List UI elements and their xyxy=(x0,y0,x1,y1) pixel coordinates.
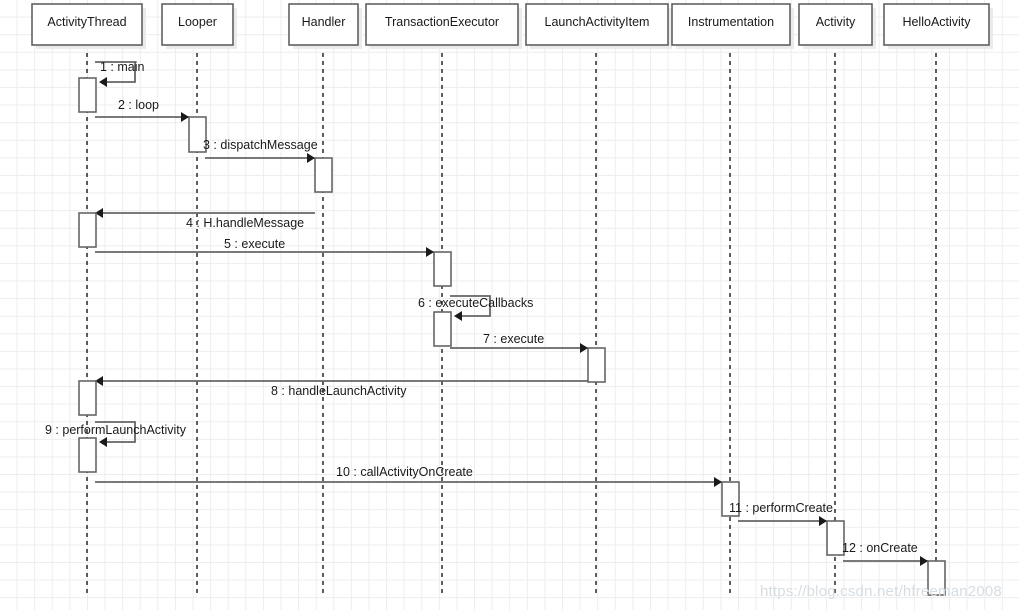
message-label-12-onCreate: 12 : onCreate xyxy=(842,541,918,555)
message-label-4-H.handleMessage: 4 : H.handleMessage xyxy=(186,216,304,230)
participant-box-handler[interactable] xyxy=(288,3,359,46)
participant-label-handler: Handler xyxy=(302,15,346,29)
message-12-onCreate-arrowhead xyxy=(920,556,928,566)
activation-bar-helloactivity-11 xyxy=(927,560,946,596)
message-label-9-performLaunchActivity: 9 : performLaunchActivity xyxy=(45,423,187,437)
activation-bar-launchactivityitem-6 xyxy=(587,347,606,383)
participant-box-transactionexecutor[interactable] xyxy=(365,3,519,46)
message-label-1-main: 1 : main xyxy=(100,60,145,74)
message-3-dispatchMessage-arrowhead xyxy=(307,153,315,163)
activation-bar-transactionexecutor-4 xyxy=(433,251,452,287)
participant-label-transactionexecutor: TransactionExecutor xyxy=(385,15,499,29)
message-4-H.handleMessage-arrowhead xyxy=(95,208,103,218)
participant-label-activitythread: ActivityThread xyxy=(47,15,126,29)
message-label-7-execute: 7 : execute xyxy=(483,332,544,346)
message-2-loop-arrowhead xyxy=(181,112,189,122)
activation-bar-activitythread-8 xyxy=(78,437,97,473)
message-label-6-executeCallbacks: 6 : executeCallbacks xyxy=(418,296,533,310)
participant-box-activity[interactable] xyxy=(798,3,873,46)
participant-label-activity: Activity xyxy=(816,15,856,29)
participant-label-looper: Looper xyxy=(178,15,217,29)
activation-bar-activitythread-0 xyxy=(78,77,97,113)
messages-layer xyxy=(95,61,928,566)
activation-bar-activitythread-3 xyxy=(78,212,97,248)
message-6-executeCallbacks-line xyxy=(450,295,491,317)
participant-boxes-layer: ActivityThread Looper Handler TransactionEx… xyxy=(31,3,993,49)
participant-box-instrumentation[interactable] xyxy=(671,3,791,46)
participant-box-activitythread[interactable] xyxy=(31,3,143,46)
message-10-callActivityOnCreate-arrowhead xyxy=(714,477,722,487)
message-5-execute-arrowhead xyxy=(426,247,434,257)
message-1-main-arrowhead xyxy=(99,77,107,87)
message-label-10-callActivityOnCreate: 10 : callActivityOnCreate xyxy=(336,465,473,479)
activations-layer xyxy=(78,77,946,596)
participant-label-instrumentation: Instrumentation xyxy=(688,15,774,29)
participant-label-launchactivityitem: LaunchActivityItem xyxy=(545,15,650,29)
activation-bar-activity-10 xyxy=(826,520,845,556)
message-label-2-loop: 2 : loop xyxy=(118,98,159,112)
activation-bar-instrumentation-9 xyxy=(721,481,740,517)
message-9-performLaunchActivity-line xyxy=(95,421,136,443)
activation-bar-activitythread-7 xyxy=(78,380,97,416)
participant-label-helloactivity: HelloActivity xyxy=(902,15,971,29)
message-6-executeCallbacks-arrowhead xyxy=(454,311,462,321)
participant-box-looper[interactable] xyxy=(161,3,234,46)
activation-bar-handler-2 xyxy=(314,157,333,193)
watermark: https://blog.csdn.net/hfreeman2008 xyxy=(760,583,1002,600)
watermark-layer: https://blog.csdn.net/hfreeman2008 xyxy=(760,583,1002,600)
message-9-performLaunchActivity-arrowhead xyxy=(99,437,107,447)
message-label-3-dispatchMessage: 3 : dispatchMessage xyxy=(203,138,318,152)
message-7-execute-arrowhead xyxy=(580,343,588,353)
participant-box-launchactivityitem[interactable] xyxy=(525,3,669,46)
activation-bar-transactionexecutor-5 xyxy=(433,311,452,347)
message-1-main-line xyxy=(95,61,136,83)
activation-bar-looper-1 xyxy=(188,116,207,153)
participant-box-helloactivity[interactable] xyxy=(883,3,990,46)
message-8-handleLaunchActivity-arrowhead xyxy=(95,376,103,386)
message-label-5-execute: 5 : execute xyxy=(224,237,285,251)
message-label-11-performCreate: 11 : performCreate xyxy=(729,501,833,515)
message-labels-layer: 1 : main 2 : loop 3 : dispatchMessage 4 : H… xyxy=(45,60,918,555)
message-label-8-handleLaunchActivity: 8 : handleLaunchActivity xyxy=(271,384,407,398)
message-11-performCreate-arrowhead xyxy=(819,516,827,526)
